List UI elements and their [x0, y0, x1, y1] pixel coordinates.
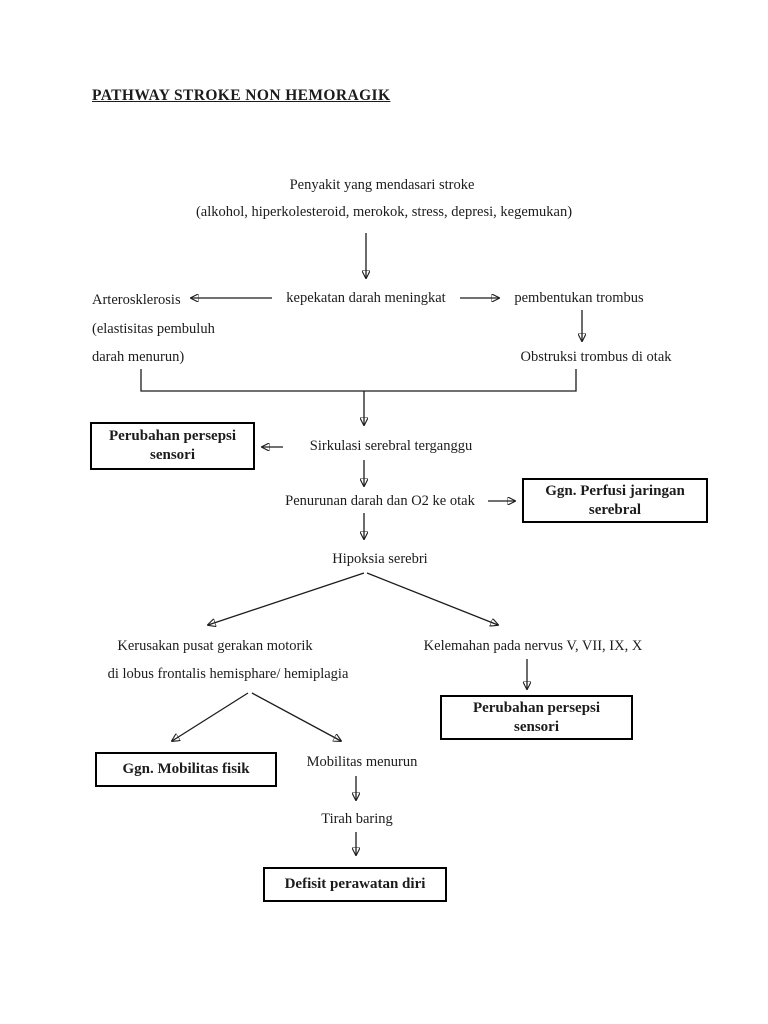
diagnosis-box-defisit-perawatan-diri: Defisit perawatan diri: [263, 867, 447, 902]
diagnosis-box-perubahan-persepsi-sensori-2: Perubahan persepsi sensori: [440, 695, 633, 740]
page-title: PATHWAY STROKE NON HEMORAGIK: [92, 87, 391, 104]
node-underlying-disease: Penyakit yang mendasari stroke: [289, 177, 475, 193]
node-mobilitas-menurun: Mobilitas menurun: [306, 754, 418, 770]
node-pembentukan-trombus: pembentukan trombus: [514, 290, 644, 306]
node-kelemahan-nervus: Kelemahan pada nervus V, VII, IX, X: [423, 638, 643, 654]
node-kepekatan-darah: kepekatan darah meningkat: [286, 290, 446, 306]
diagnosis-box-ggn-perfusi-jaringan-serebral: Ggn. Perfusi jaringan serebral: [522, 478, 708, 523]
node-obstruksi-trombus: Obstruksi trombus di otak: [520, 349, 672, 365]
node-hipoksia-serebri: Hipoksia serebri: [332, 551, 428, 567]
node-tirah-baring: Tirah baring: [321, 811, 393, 827]
node-arterosklerosis-line2: (elastisitas pembuluh: [92, 320, 215, 337]
diagnosis-box-perubahan-persepsi-sensori-1: Perubahan persepsi sensori: [90, 422, 255, 470]
node-penurunan-o2: Penurunan darah dan O2 ke otak: [285, 493, 475, 509]
node-arterosklerosis-line3: darah menurun): [92, 349, 185, 365]
node-sirkulasi-terganggu: Sirkulasi serebral terganggu: [309, 438, 473, 454]
arrow-hipoksia-to-kerusakan: [208, 572, 365, 625]
node-arterosklerosis: Arterosklerosis (elastisitas pembuluh da…: [92, 286, 215, 372]
arrow-kerusakan-to-mobilitas-box: [172, 692, 249, 741]
node-arterosklerosis-line1: Arterosklerosis: [92, 292, 181, 308]
arrow-hipoksia-to-kelemahan: [366, 572, 498, 625]
diagnosis-box-ggn-mobilitas-fisik: Ggn. Mobilitas fisik: [95, 752, 277, 787]
node-risk-factors: (alkohol, hiperkolesteroid, merokok, str…: [195, 204, 573, 220]
node-kerusakan-motorik-line2: di lobus frontalis hemisphare/ hemiplagi…: [107, 666, 349, 682]
arrow-kerusakan-to-mobilitas-menurun: [251, 692, 341, 741]
connector-merge-bracket: [140, 369, 577, 392]
node-kerusakan-motorik-line1: Kerusakan pusat gerakan motorik: [117, 638, 313, 654]
